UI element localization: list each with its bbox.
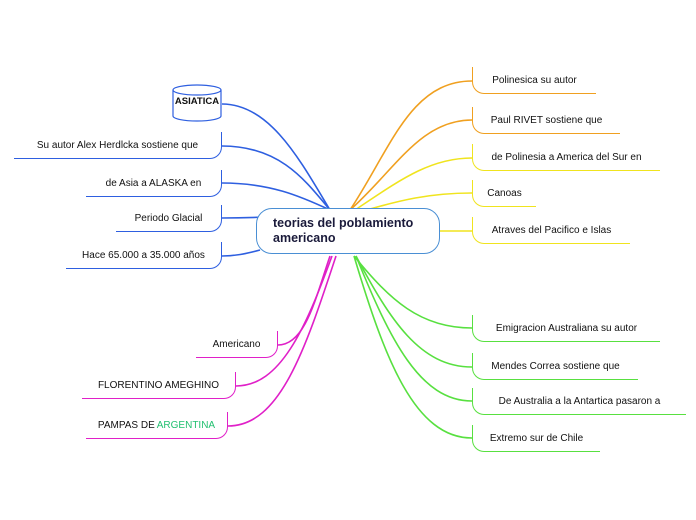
root-title-line1: teorias del poblamiento [273, 216, 414, 230]
node-asiatica[interactable]: ASIATICA [174, 96, 220, 107]
node-periodo-glacial[interactable]: Periodo Glacial [116, 205, 222, 232]
node-ameghino-label: FLORENTINO AMEGHINO [97, 379, 220, 391]
node-hrdlicka-label: Su autor Alex Herdlcka sostiene que [36, 139, 199, 151]
node-canoas[interactable]: Canoas [472, 180, 536, 207]
node-alaska-label: de Asia a ALASKA en [105, 177, 202, 189]
link-pampas [227, 255, 337, 427]
node-alaska[interactable]: de Asia a ALASKA en [86, 170, 222, 197]
node-australia-antartica[interactable]: De Australia a la Antartica pasaron a [472, 388, 686, 415]
node-ameghino[interactable]: FLORENTINO AMEGHINO [82, 372, 236, 399]
link-australia [355, 255, 473, 402]
node-polinesia-label: de Polinesia a America del Sur en [491, 151, 642, 163]
node-anos[interactable]: Hace 65.000 a 35.000 años [66, 242, 222, 269]
node-australia-antartica-label: De Australia a la Antartica pasaron a [498, 395, 661, 407]
link-hrdlicka [221, 145, 331, 211]
node-australiana-label: Emigracion Australiana su autor [495, 322, 638, 334]
node-extremo-sur-label: Extremo sur de Chile [489, 432, 584, 444]
link-rivet [349, 119, 473, 211]
node-pampas-highlight: ARGENTINA [156, 419, 216, 431]
node-rivet[interactable]: Paul RIVET sostiene que [472, 107, 620, 134]
node-hrdlicka[interactable]: Su autor Alex Herdlcka sostiene que [14, 132, 222, 159]
root-topic[interactable]: teorias del poblamiento americano [256, 208, 440, 254]
node-extremo-sur[interactable]: Extremo sur de Chile [472, 425, 600, 452]
asiatica-cylinder-shape [172, 84, 222, 122]
node-mendes-label: Mendes Correa sostiene que [491, 360, 620, 372]
node-australiana[interactable]: Emigracion Australiana su autor [472, 315, 660, 342]
node-polinesica-label: Polinesica su autor [492, 74, 577, 86]
link-australiana [353, 255, 473, 329]
node-pampas[interactable]: PAMPAS DE ARGENTINA [86, 412, 228, 439]
link-extremo [353, 255, 473, 439]
link-polinesia [354, 157, 473, 211]
node-pacifico[interactable]: Atraves del Pacifico e Islas [472, 217, 630, 244]
link-americano [277, 255, 331, 346]
link-asiatica [221, 103, 331, 211]
node-americano-label: Americano [212, 338, 261, 350]
link-alaska [221, 182, 331, 211]
node-mendes[interactable]: Mendes Correa sostiene que [472, 353, 638, 380]
root-title-line2: americano [273, 231, 336, 245]
node-periodo-glacial-label: Periodo Glacial [134, 212, 203, 224]
node-anos-label: Hace 65.000 a 35.000 años [82, 249, 205, 261]
node-polinesia[interactable]: de Polinesia a America del Sur en [472, 144, 660, 171]
link-anos [221, 249, 261, 257]
link-polinesica [349, 80, 473, 211]
node-pacifico-label: Atraves del Pacifico e Islas [491, 224, 612, 236]
link-mendes [355, 255, 473, 368]
node-polinesica[interactable]: Polinesica su autor [472, 67, 596, 94]
node-pampas-label: PAMPAS DE [97, 419, 155, 431]
link-ameghino [235, 255, 333, 387]
node-canoas-label: Canoas [487, 187, 522, 199]
node-rivet-label: Paul RIVET sostiene que [490, 114, 603, 126]
node-americano[interactable]: Americano [196, 331, 278, 358]
